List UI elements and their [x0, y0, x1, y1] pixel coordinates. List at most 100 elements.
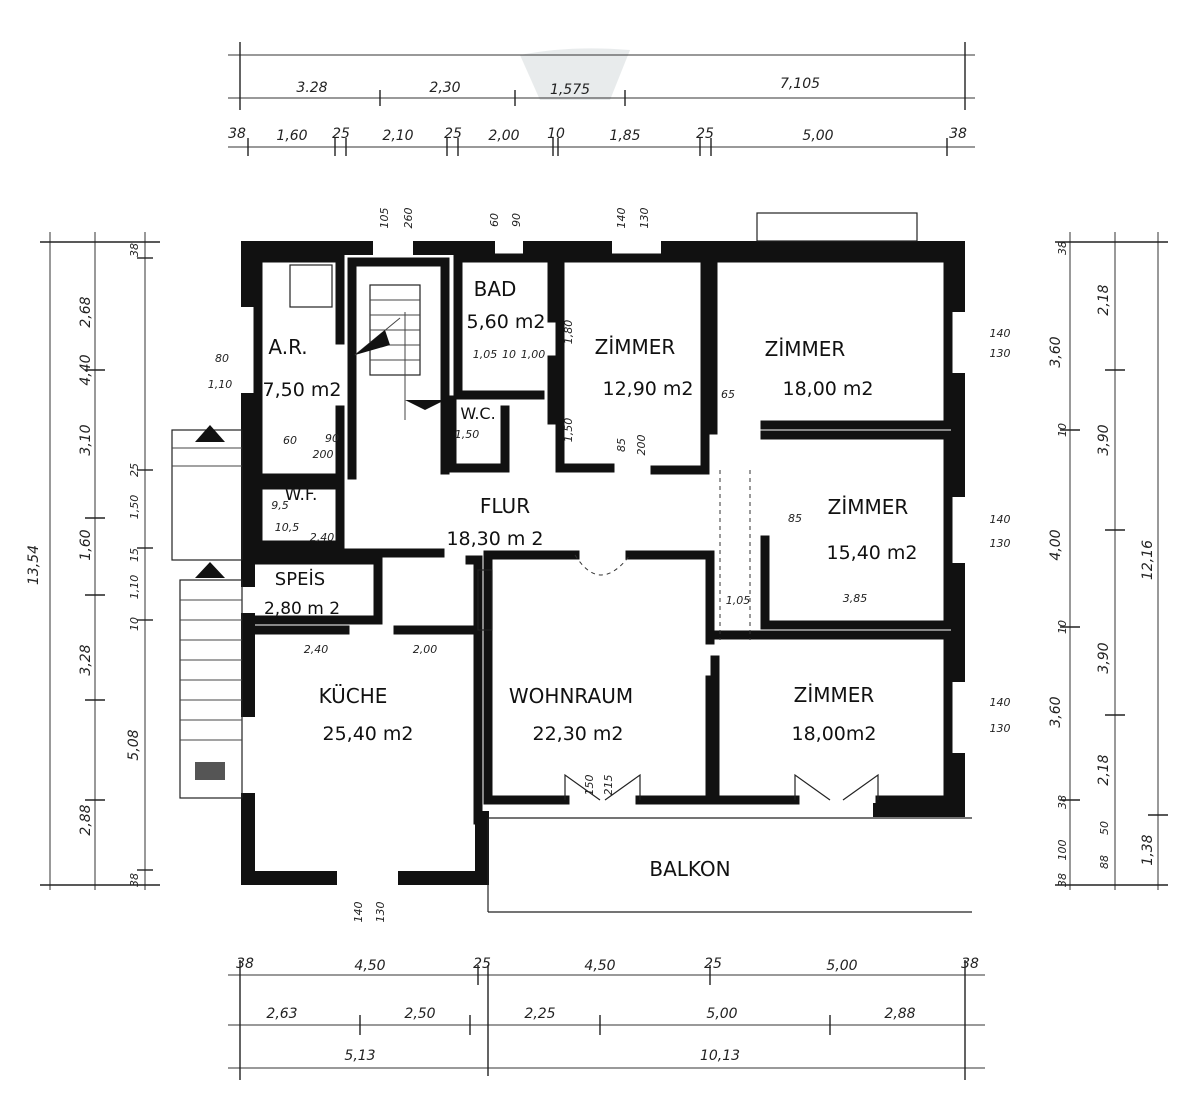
dim-right-window: 140 — [990, 513, 1011, 526]
room-zimmer2-area: 18,00 m2 — [782, 378, 873, 400]
dim-bottom-row1: 4,50 — [584, 958, 615, 974]
dim-top-row2: 5,00 — [802, 128, 833, 144]
room-wc-name: W.C. — [460, 404, 495, 423]
inner-note: 215 — [602, 775, 615, 796]
room-ar-area: 7,50 m2 — [263, 379, 342, 401]
dim-left-seg: 38 — [128, 243, 141, 257]
dim-left-seg: 38 — [128, 873, 141, 887]
dim-left-seg: 1,50 — [128, 495, 141, 520]
inner-dimension-notes: 1,80 1,50 85 200 1,00 1,05 10 1,50 60 90… — [271, 320, 867, 796]
dim-left-seg: 2,68 — [78, 296, 94, 327]
inner-note: 1,05 — [726, 594, 751, 607]
dim-right-seg: 10 — [1056, 423, 1069, 437]
dim-left-window: 1,10 — [208, 378, 233, 391]
room-wohnraum-name: WOHNRAUM — [509, 684, 633, 708]
dim-left-window: 80 — [215, 352, 229, 365]
dim-top-1: 3.28 — [296, 80, 327, 96]
inner-note: 60 — [283, 434, 297, 447]
dim-left-seg: 1,10 — [128, 575, 141, 600]
room-speis-name: SPEİS — [275, 569, 325, 590]
top-dimensions: 3.28 2,30 1,575 7,105 38 1,60 25 2,10 25… — [228, 42, 975, 156]
right-dimensions: 38 3,60 10 3,90 4,00 10 3,90 3,60 38 50 … — [990, 232, 1168, 890]
room-bad-area: 5,60 m2 — [467, 311, 546, 333]
dim-top-row2: 38 — [228, 126, 246, 142]
dim-bottom-row3: 5,13 — [344, 1048, 375, 1064]
room-zimmer4-area: 18,00m2 — [792, 723, 877, 745]
dim-window-bottom: 140 — [352, 902, 365, 923]
inner-note: 10,5 — [275, 521, 300, 534]
dim-left-seg: 15 — [128, 548, 141, 562]
dim-right-window: 140 — [990, 696, 1011, 709]
dim-left-seg: 3,10 — [78, 424, 94, 455]
dim-top-row2: 25 — [332, 126, 350, 142]
room-kueche-name: KÜCHE — [319, 684, 388, 708]
dim-top-2: 2,30 — [429, 80, 460, 96]
inner-note: 85 — [615, 438, 628, 452]
dim-bottom-row2: 2,50 — [404, 1006, 435, 1022]
room-zimmer3-area: 15,40 m2 — [826, 542, 917, 564]
vent-icon — [289, 264, 333, 308]
inner-note: 1,00 — [521, 348, 546, 361]
left-dimensions: 13,54 38 2,68 4,40 3,10 25 1,50 1,60 15 … — [26, 232, 232, 890]
dim-right-outer: 1,38 — [1140, 834, 1156, 865]
chimney-icon — [195, 762, 225, 780]
room-zimmer4-name: ZİMMER — [794, 683, 875, 707]
dim-right-seg: 3,90 — [1096, 424, 1112, 455]
room-flur-name: FLUR — [480, 494, 530, 518]
dim-bottom-row1: 38 — [961, 956, 979, 972]
door-swings — [564, 470, 879, 801]
inner-note: 90 — [325, 432, 339, 445]
inner-note: 1,50 — [455, 428, 480, 441]
dim-top-row2: 1,85 — [609, 128, 640, 144]
dim-bottom-row1: 38 — [236, 956, 254, 972]
dim-bottom-row1: 4,50 — [354, 958, 385, 974]
dim-door: 140 — [615, 208, 628, 229]
dim-door: 130 — [638, 208, 651, 229]
balkon-outline — [487, 817, 972, 913]
dim-left-seg: 4,40 — [78, 354, 94, 385]
dim-bottom-row2: 2,88 — [884, 1006, 915, 1022]
dim-right-seg: 50 — [1098, 821, 1111, 835]
dim-right-seg: 38 — [1056, 873, 1069, 887]
exterior-walls — [241, 212, 965, 885]
interior-walls — [245, 253, 953, 825]
inner-note: 85 — [788, 512, 802, 525]
dim-right-window: 130 — [990, 347, 1011, 360]
dim-left-seg: 10 — [128, 617, 141, 631]
dim-right-seg: 4,00 — [1048, 529, 1064, 560]
staircase — [171, 284, 445, 799]
dim-bottom-row1: 5,00 — [826, 958, 857, 974]
room-balkon-name: BALKON — [649, 857, 730, 881]
inner-note: 200 — [313, 448, 334, 461]
dim-bottom-row1: 25 — [473, 956, 491, 972]
dim-bottom-row1: 25 — [704, 956, 722, 972]
dim-top-row2: 2,00 — [488, 128, 519, 144]
dim-top-row2: 25 — [444, 126, 462, 142]
dim-right-seg: 38 — [1056, 795, 1069, 809]
stove-icon — [477, 569, 493, 631]
inner-note: 3,85 — [843, 592, 868, 605]
dim-top-4: 7,105 — [780, 76, 820, 92]
room-bad-name: BAD — [474, 277, 517, 301]
dim-top-row2: 1,60 — [276, 128, 307, 144]
dim-right-seg: 3,60 — [1048, 336, 1064, 367]
inner-note: 2,40 — [304, 643, 329, 656]
inner-note: 150 — [583, 775, 596, 796]
dim-left-total: 13,54 — [26, 545, 42, 585]
dim-bottom-row2: 2,63 — [266, 1006, 297, 1022]
room-speis-area: 2,80 m 2 — [264, 599, 340, 619]
bottom-dimensions: 38 4,50 25 4,50 25 5,00 38 2,63 2,50 2,2… — [228, 902, 985, 1080]
dim-left-seg: 3,28 — [78, 644, 94, 675]
dim-right-window: 130 — [990, 537, 1011, 550]
dim-top-row2: 10 — [547, 126, 565, 142]
dim-right-seg: 88 — [1098, 855, 1111, 869]
dim-right-outer: 2,18 — [1096, 284, 1112, 315]
dim-bottom-row2: 5,00 — [706, 1006, 737, 1022]
room-zimmer2-name: ZİMMER — [765, 337, 846, 361]
room-wf-name: W.F. — [285, 485, 318, 505]
dim-right-seg: 100 — [1056, 840, 1069, 861]
dim-door: 105 — [378, 208, 391, 229]
room-labels: A.R. 7,50 m2 BAD 5,60 m2 ZİMMER 12,90 m2… — [263, 277, 918, 881]
room-kueche-area: 25,40 m2 — [322, 723, 413, 745]
